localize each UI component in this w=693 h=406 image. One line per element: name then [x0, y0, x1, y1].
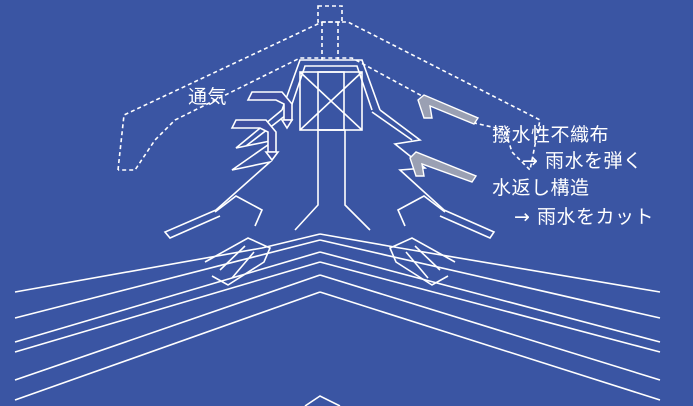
water-return-fins-right — [371, 109, 496, 286]
roof-layers-left — [14, 233, 321, 401]
water-return-effect-label: → 雨水をカット — [514, 206, 654, 228]
water-return-label: 水返し構造 — [492, 177, 590, 199]
ridge-cover-outline — [117, 5, 541, 172]
fabric-label: 撥水性不織布 — [492, 124, 610, 146]
rain-deflect-arrows — [409, 94, 480, 183]
roof-layers-right — [319, 233, 661, 401]
ventilation-label: 通気 — [188, 86, 228, 108]
water-return-fins-left — [163, 109, 291, 286]
ventilation-arrows — [230, 91, 294, 162]
ridge-support-post — [294, 71, 371, 231]
fabric-effect-label: → 雨水を弾く — [522, 150, 643, 172]
ridge-apex-mark — [304, 395, 341, 406]
ridge-top-cap — [281, 59, 381, 111]
